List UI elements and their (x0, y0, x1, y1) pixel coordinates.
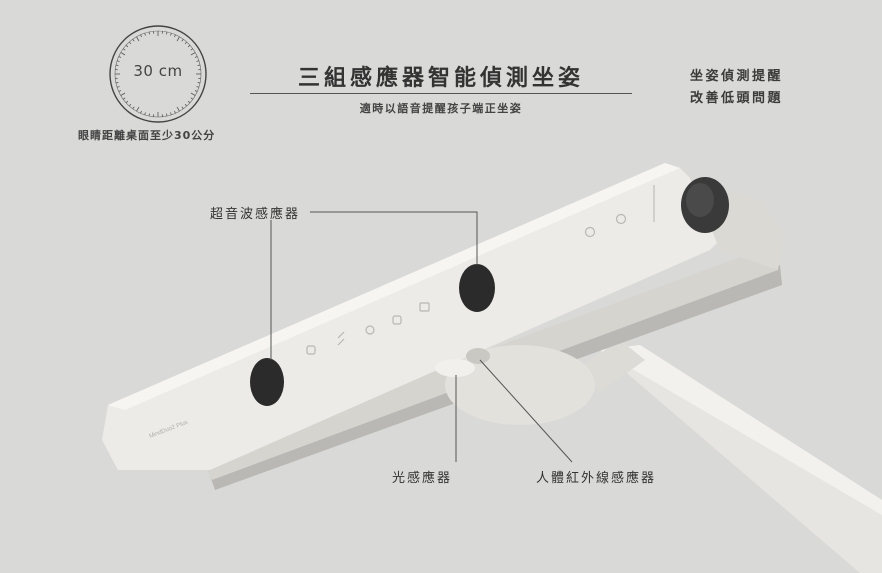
lamp-arm (578, 340, 882, 573)
dial-tick (125, 44, 129, 48)
ultrasonic-sensor-label: 超音波感應器 (210, 207, 301, 222)
dial-tick (140, 110, 142, 114)
dial-tick (197, 82, 201, 84)
dial-tick (128, 103, 132, 107)
dial-tick (194, 90, 198, 92)
lamp-top-bevel (108, 163, 680, 410)
dial-tick (190, 52, 196, 56)
dial-tick (116, 60, 120, 62)
dial-tick (170, 32, 172, 36)
title-divider (250, 93, 632, 94)
touch-icon-7 (615, 213, 627, 225)
callout-lines (270, 211, 573, 463)
infrared-sensor (466, 348, 490, 364)
dial-tick (116, 86, 120, 88)
touch-icon-3 (365, 325, 375, 335)
dial-tick (115, 64, 119, 66)
dial-tick (190, 48, 194, 51)
callout-line-infrared (479, 359, 573, 463)
eye-distance-note: 眼睛距離桌面至少30公分 (78, 129, 216, 142)
dial-tick (144, 32, 146, 36)
dial-tick (120, 52, 126, 56)
touch-icon-6 (584, 226, 596, 238)
dial-tick (115, 82, 119, 84)
dial-tick (174, 110, 176, 114)
dial-tick (122, 48, 126, 51)
dial-tick (194, 56, 198, 58)
dial-tick (187, 44, 191, 48)
touch-controls (306, 213, 627, 355)
dial-tick (132, 106, 135, 110)
dial-tick (184, 41, 188, 45)
dial-tick (196, 86, 200, 88)
dial-tick (148, 31, 150, 35)
dial-tick (136, 36, 140, 42)
touch-icon-5 (419, 302, 430, 312)
dial-tick (197, 64, 201, 66)
side-note-line1: 坐姿偵測提醒 (690, 69, 784, 84)
distance-label: 30 cm (133, 62, 183, 80)
light-sensor (435, 359, 475, 377)
dial-tick (176, 106, 180, 112)
infrared-sensor-label: 人體紅外線感應器 (536, 471, 657, 486)
lamp-joint (445, 345, 595, 425)
dial-tick (122, 97, 126, 100)
dial-tick (118, 90, 122, 92)
dial-tick (125, 100, 129, 104)
dial-tick (140, 34, 142, 38)
dial-tick (174, 34, 176, 38)
sensor-hole-left (250, 358, 284, 406)
dial-tick (187, 100, 191, 104)
dial-tick (144, 112, 146, 116)
touch-icon-2 (337, 331, 345, 346)
dial-tick (170, 112, 172, 116)
dial-tick (176, 36, 180, 42)
touch-icon-4 (392, 315, 402, 325)
ultrasonic-sensors (250, 264, 495, 406)
page-subtitle: 適時以語音提醒孩子端正坐姿 (359, 102, 523, 115)
side-note-line2: 改善低頭問題 (690, 91, 784, 106)
dial-tick (166, 113, 168, 117)
light-sensor-label: 光感應器 (392, 471, 453, 486)
distance-dial (109, 25, 207, 123)
touch-icon-1 (306, 345, 316, 355)
dial-tick (190, 92, 196, 96)
dial-tick (166, 31, 168, 35)
page-title: 三組感應器智能偵測坐姿 (297, 66, 584, 91)
dial-tick (136, 106, 140, 112)
dial-tick (181, 38, 184, 42)
dial-tick (128, 41, 132, 45)
callout-line-ultra-right (310, 211, 478, 265)
dial-tick (132, 38, 135, 42)
sensor-hole-right (459, 264, 495, 312)
dial-tick (148, 113, 150, 117)
dial-tick (120, 92, 126, 96)
dial-tick (181, 106, 184, 110)
dial-tick (196, 60, 200, 62)
dial-tick (184, 103, 188, 107)
dial-tick (118, 56, 122, 58)
dial-tick (190, 97, 194, 100)
